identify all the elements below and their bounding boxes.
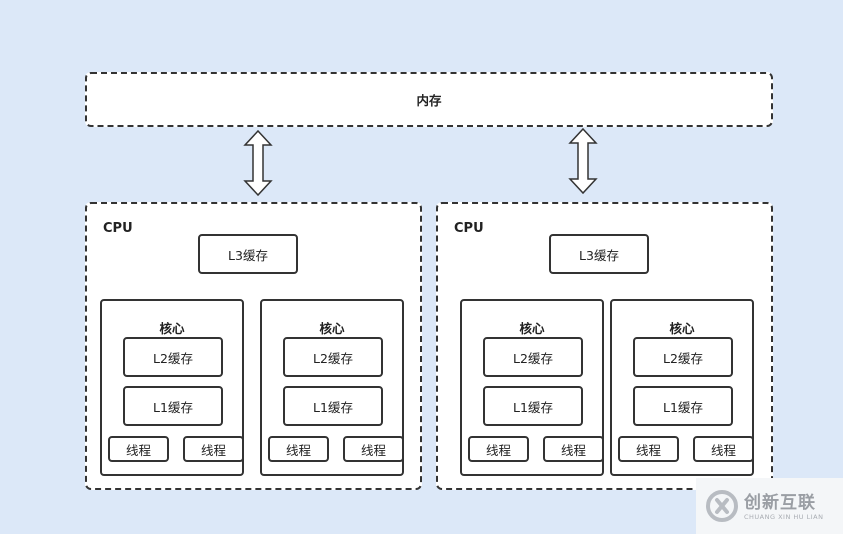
l1-cache: L1缓存: [123, 386, 223, 426]
thread-box: 线程: [343, 436, 404, 462]
l2-cache: L2缓存: [483, 337, 583, 377]
l3-cache-label: L3缓存: [228, 247, 268, 263]
cpu-box: CPU L3缓存 核心 L2缓存 L1缓存 线程 线程 核心 L2缓存 L1缓存…: [85, 202, 422, 490]
thread-box: 线程: [108, 436, 169, 462]
memory-label: 内存: [416, 93, 442, 108]
l2-cache: L2缓存: [283, 337, 383, 377]
l1-cache: L1缓存: [633, 386, 733, 426]
l2-cache-label: L2缓存: [153, 350, 193, 366]
l3-cache: L3缓存: [198, 234, 298, 274]
thread-box: 线程: [468, 436, 529, 462]
l1-cache-label: L1缓存: [663, 399, 703, 415]
watermark-sub: CHUANG XIN HU LIAN: [744, 513, 824, 521]
l1-cache: L1缓存: [283, 386, 383, 426]
thread-label: 线程: [635, 442, 661, 458]
thread-label: 线程: [125, 442, 151, 458]
thread-label: 线程: [200, 442, 226, 458]
core-label: 核心: [319, 321, 345, 336]
watermark: 创新互联 CHUANG XIN HU LIAN: [696, 478, 843, 534]
l1-cache-label: L1缓存: [153, 399, 193, 415]
thread-label: 线程: [710, 442, 736, 458]
memory-cpu1-arrow: [243, 129, 273, 197]
l1-cache-label: L1缓存: [513, 399, 553, 415]
l3-cache: L3缓存: [549, 234, 649, 274]
thread-label: 线程: [285, 442, 311, 458]
thread-box: 线程: [618, 436, 679, 462]
l2-cache-label: L2缓存: [663, 350, 703, 366]
watermark-brand: 创新互联: [744, 493, 816, 513]
core-box: 核心 L2缓存 L1缓存 线程 线程: [100, 299, 244, 476]
thread-box: 线程: [183, 436, 244, 462]
thread-label: 线程: [485, 442, 511, 458]
thread-box: 线程: [543, 436, 604, 462]
core-box: 核心 L2缓存 L1缓存 线程 线程: [260, 299, 404, 476]
core-box: 核心 L2缓存 L1缓存 线程 线程: [460, 299, 604, 476]
l2-cache: L2缓存: [633, 337, 733, 377]
cpu-label: CPU: [454, 221, 484, 236]
thread-label: 线程: [360, 442, 386, 458]
l2-cache: L2缓存: [123, 337, 223, 377]
thread-box: 线程: [693, 436, 754, 462]
l2-cache-label: L2缓存: [513, 350, 553, 366]
core-box: 核心 L2缓存 L1缓存 线程 线程: [610, 299, 754, 476]
l1-cache-label: L1缓存: [313, 399, 353, 415]
l3-cache-label: L3缓存: [579, 247, 619, 263]
core-label: 核心: [159, 321, 185, 336]
cpu-label: CPU: [103, 221, 133, 236]
cpu-box: CPU L3缓存 核心 L2缓存 L1缓存 线程 线程 核心 L2缓存 L1缓存…: [436, 202, 773, 490]
memory-cpu2-arrow: [568, 127, 598, 195]
l1-cache: L1缓存: [483, 386, 583, 426]
thread-box: 线程: [268, 436, 329, 462]
l2-cache-label: L2缓存: [313, 350, 353, 366]
watermark-logo-icon: [706, 490, 738, 522]
memory-box: 内存: [85, 72, 773, 127]
core-label: 核心: [519, 321, 545, 336]
thread-label: 线程: [560, 442, 586, 458]
core-label: 核心: [669, 321, 695, 336]
